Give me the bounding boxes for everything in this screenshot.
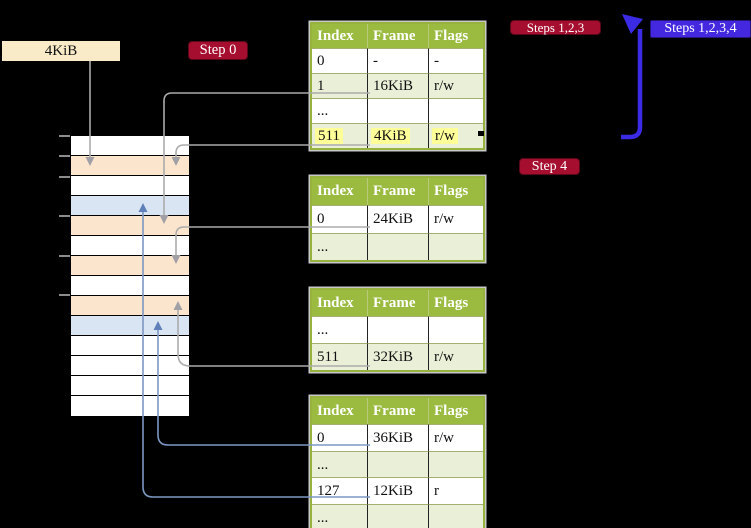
memory-row-3 xyxy=(71,196,189,216)
table-cell: 511 xyxy=(312,123,367,148)
table-cell: 16KiB xyxy=(367,73,428,98)
table-cell: r/w xyxy=(428,424,483,451)
table-row: ... xyxy=(312,98,483,123)
table-cell xyxy=(428,316,483,343)
memory-row-10 xyxy=(71,336,189,356)
steps-loop-arrow xyxy=(621,29,643,140)
table-cell: 0 xyxy=(312,205,367,233)
table-header-cell: Frame xyxy=(367,24,428,48)
table-cell: 24KiB xyxy=(367,205,428,233)
tick-mark xyxy=(59,294,70,296)
table-cell: 127 xyxy=(312,477,367,504)
table-cell: ... xyxy=(312,232,367,261)
tick-mark xyxy=(59,176,70,178)
table-cell: - xyxy=(367,48,428,73)
tick-mark xyxy=(59,135,70,137)
steps1234-badge: Steps 1,2,3,4 xyxy=(650,20,751,38)
physical-memory-column xyxy=(70,135,190,416)
table-header-cell: Frame xyxy=(367,398,428,424)
memory-row-9 xyxy=(71,316,189,336)
table-header-cell: Index xyxy=(317,403,354,419)
table-header-cell: Flags xyxy=(428,24,483,48)
table-cell: 36KiB xyxy=(367,424,428,451)
table-cell: r/w xyxy=(428,343,483,370)
table-row: ... xyxy=(312,232,483,261)
table-cell: ... xyxy=(312,316,367,343)
table-cell xyxy=(367,316,428,343)
table-cell xyxy=(367,98,428,123)
table-cell: r xyxy=(428,477,483,504)
table-header-cell: Index xyxy=(317,183,354,199)
table-cell xyxy=(428,503,483,528)
memory-row-4 xyxy=(71,216,189,236)
memory-row-2 xyxy=(71,176,189,196)
arrowhead-upleft-icon xyxy=(622,14,643,34)
table-cell xyxy=(428,98,483,123)
step4-badge: Step 4 xyxy=(519,158,580,175)
steps123-badge: Steps 1,2,3 xyxy=(510,20,601,35)
table-cell: ... xyxy=(312,450,367,478)
table-header-cell: Flags xyxy=(428,178,483,205)
table-row: 0-- xyxy=(312,48,483,73)
table-cell xyxy=(428,232,483,260)
memory-row-1 xyxy=(71,156,189,176)
table-header-cell: Flags xyxy=(428,398,483,424)
table-cell: 32KiB xyxy=(367,343,428,370)
table-cell: 12KiB xyxy=(367,477,428,504)
memory-row-0 xyxy=(71,136,189,156)
memory-row-7 xyxy=(71,276,189,296)
table-header-cell: Index xyxy=(317,28,354,44)
table-header-cell: Index xyxy=(317,295,354,311)
table-row: ... xyxy=(312,503,483,528)
table-cell: r/w xyxy=(428,123,483,148)
tick-mark xyxy=(59,215,70,217)
memory-row-6 xyxy=(71,256,189,276)
table-row: ... xyxy=(312,450,483,478)
memory-row-13 xyxy=(71,396,189,416)
table-cell: r/w xyxy=(428,73,483,98)
table-header-cell: Frame xyxy=(367,178,428,205)
table-header-cell: Flags xyxy=(428,290,483,316)
memory-row-8 xyxy=(71,296,189,316)
tick-mark xyxy=(59,155,70,157)
table-cell: 511 xyxy=(312,343,367,370)
page-size-label: 4KiB xyxy=(2,41,120,61)
memory-row-12 xyxy=(71,376,189,396)
table-header-cell: Frame xyxy=(367,290,428,316)
tick-mark xyxy=(59,255,70,257)
table-cell xyxy=(367,232,428,260)
memory-address-ticks xyxy=(59,135,70,417)
table-cell: ... xyxy=(312,98,367,123)
table-cell xyxy=(367,503,428,528)
table-cell: 0 xyxy=(312,424,367,451)
table-cell: 4KiB xyxy=(367,123,428,148)
table-cell xyxy=(428,450,483,477)
memory-row-5 xyxy=(71,236,189,256)
memory-row-11 xyxy=(71,356,189,376)
table-row: ... xyxy=(312,316,483,343)
table-cell xyxy=(367,450,428,477)
table-cell: r/w xyxy=(428,205,483,233)
step0-badge: Step 0 xyxy=(188,41,248,60)
table-cell: 1 xyxy=(312,73,367,98)
table-cell: ... xyxy=(312,503,367,528)
table-cell: 0 xyxy=(312,48,367,73)
table-cell: - xyxy=(428,48,483,73)
